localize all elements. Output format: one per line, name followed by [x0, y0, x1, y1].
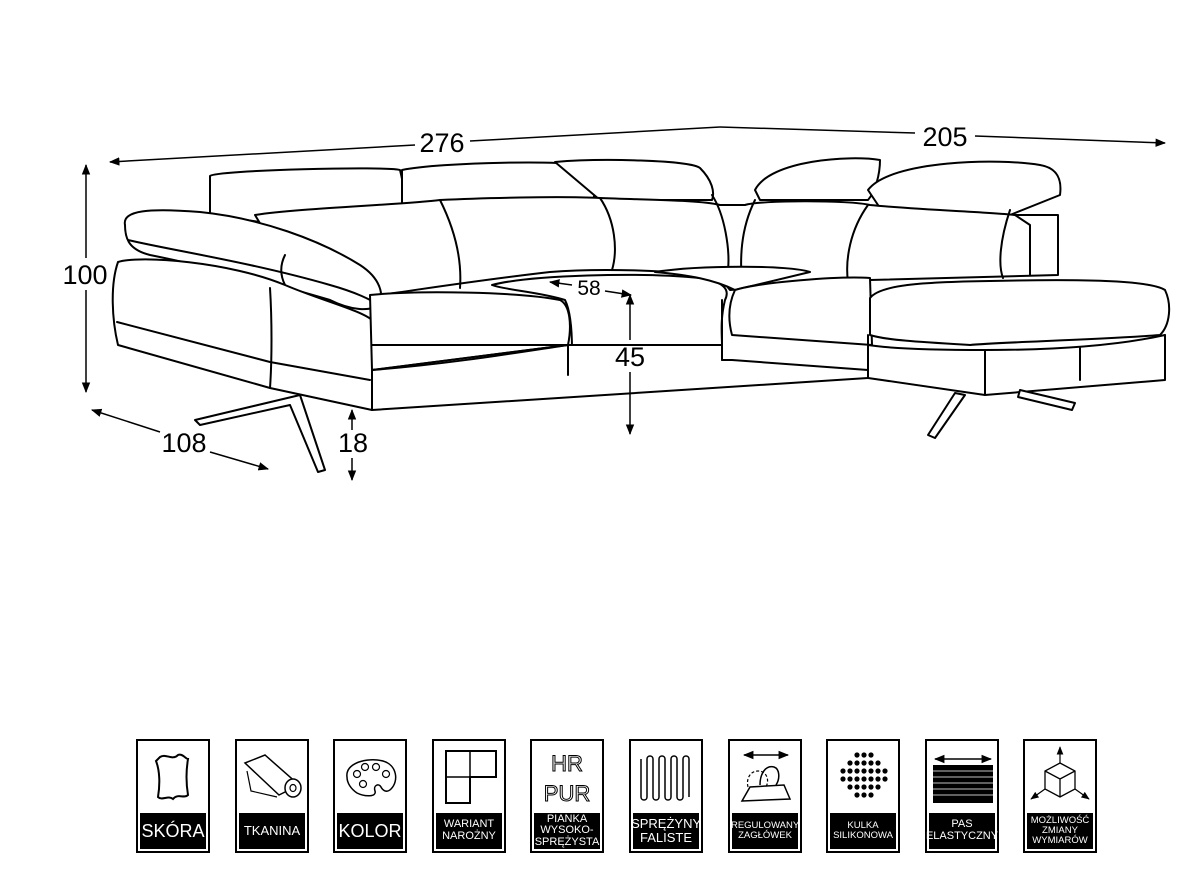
feature-pianka: HR PUR PIANKA WYSOKO-SPRĘŻYSTA [530, 739, 604, 853]
dimension-18: 18 [338, 428, 368, 458]
hr-pur-foam-icon: HR PUR [543, 751, 590, 807]
corner-variant-icon [445, 750, 497, 804]
feature-pas-elastyczny: PAS ELASTYCZNY [925, 739, 999, 853]
feature-label: MOŻLIWOŚĆ ZMIANY WYMIARÓW [1027, 813, 1093, 849]
fabric-roll-icon [243, 754, 302, 798]
foam-icon-text-hr: HR [551, 751, 583, 776]
feature-label: KOLOR [337, 813, 403, 849]
dimension-58: 58 [577, 277, 600, 300]
wavy-springs-icon [640, 755, 690, 801]
feature-label: REGULOWANY ZAGŁÓWEK [731, 813, 799, 849]
sofa-outline [111, 157, 1171, 473]
adjustable-headrest-icon [740, 750, 792, 802]
dimension-108: 108 [161, 428, 206, 458]
feature-wariant-narozny: WARIANT NAROŻNY [432, 739, 506, 853]
feature-kulka-silikonowa: KULKA SILIKONOWA [826, 739, 900, 853]
feature-label: SPRĘŻYNY FALISTE [631, 813, 701, 849]
feature-label: KULKA SILIKONOWA [830, 813, 896, 849]
feature-regulowany-zaglowek: REGULOWANY ZAGŁÓWEK [728, 739, 802, 853]
feature-label: TKANINA [239, 813, 305, 849]
feature-label: SKÓRA [140, 813, 206, 849]
dimension-lines [81, 126, 1167, 482]
sofa-technical-drawing: 276 205 100 108 18 58 45 [62, 122, 1171, 482]
feature-label: WARIANT NAROŻNY [436, 813, 502, 849]
feature-tkanina: TKANINA [235, 739, 309, 853]
dimension-205: 205 [922, 122, 967, 152]
silicone-ball-icon [840, 752, 888, 798]
foam-icon-text-pur: PUR [544, 781, 590, 806]
dimension-100: 100 [62, 260, 107, 290]
dimension-change-icon [1030, 746, 1090, 800]
dimension-276: 276 [419, 128, 464, 158]
dimension-45: 45 [615, 342, 645, 372]
dimension-labels: 276 205 100 108 18 58 45 [62, 122, 967, 458]
feature-label: PIANKA WYSOKO-SPRĘŻYSTA [534, 812, 600, 849]
feature-kolor: KOLOR [333, 739, 407, 853]
palette-icon [346, 759, 397, 797]
feature-label: PAS ELASTYCZNY [926, 813, 998, 849]
feature-icons-row: SKÓRA TKANINA KOLOR WARIANT NAROŻNY [136, 739, 1101, 855]
leather-icon [154, 753, 190, 801]
feature-zmiana-wymiarow: MOŻLIWOŚĆ ZMIANY WYMIARÓW [1023, 739, 1097, 853]
elastic-belt-icon [933, 754, 993, 803]
feature-skora: SKÓRA [136, 739, 210, 853]
feature-sprezyny: SPRĘŻYNY FALISTE [629, 739, 703, 853]
